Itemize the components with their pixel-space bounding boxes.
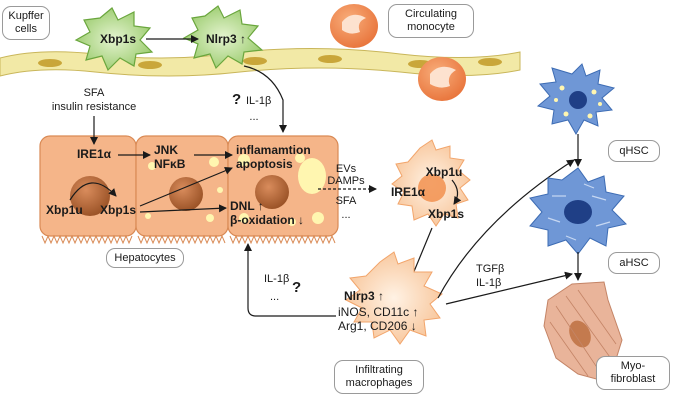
hepatocytes-label: Hepatocytes <box>106 248 184 268</box>
circulating-monocyte-1 <box>330 4 378 48</box>
arg1-text: Arg1, CD206 ↓ <box>338 319 417 333</box>
macrophage-label-line1: Infiltrating <box>355 364 403 377</box>
qhsc-label: qHSC <box>608 140 660 162</box>
myofibroblast-label-line2: fibroblast <box>610 373 656 385</box>
kupffer-label-line2: cells <box>14 23 37 35</box>
insulin-resistance-text: insulin resistance <box>52 101 136 113</box>
qhsc-label-text: qHSC <box>619 144 649 157</box>
myofibroblast-label-line1: Myo- <box>620 360 646 373</box>
xbp1u-text: Xbp1u <box>46 203 83 217</box>
myofibroblast-label: Myo-fibroblast <box>596 356 670 390</box>
il1b-bottom-text: IL-1β <box>264 273 289 285</box>
il1b-right-text: IL-1β <box>476 277 501 289</box>
kupffer-xbp1s-text: Xbp1s <box>100 32 136 46</box>
hepatocyte-1 <box>39 135 137 245</box>
infiltrating-macrophage <box>345 251 443 345</box>
ahsc-label-text: aHSC <box>619 256 649 269</box>
kupffer-nlrp3-text: Nlrp3 ↑ <box>206 32 246 46</box>
arrow-xbp1s-to-apoptosis <box>139 166 233 207</box>
kupffer-label-line1: Kupffer <box>8 10 44 23</box>
macrophage-upper <box>391 139 471 227</box>
inflammation-text: inflamamtion <box>236 143 311 157</box>
ellipsis-top: ... <box>249 111 258 123</box>
sfa-mid-text: SFA <box>336 195 357 207</box>
question-bottom: ? <box>292 279 301 296</box>
mac-xbp1s-text: Xbp1s <box>428 207 464 221</box>
ellipsis-mid: ... <box>341 209 350 221</box>
mac-splicing-arc-arrow <box>451 179 462 205</box>
tgfb-text: TGFβ <box>476 263 504 275</box>
beta-oxidation-text: β-oxidation ↓ <box>230 213 304 227</box>
kupffer-cell-1 <box>74 7 154 72</box>
sinusoid-endothelium <box>0 47 521 77</box>
splicing-arc-arrow <box>69 182 117 201</box>
xbp1s-text: Xbp1s <box>100 203 136 217</box>
macrophage-label-line2: macrophages <box>345 377 413 389</box>
sfa-text: SFA <box>84 87 105 99</box>
hepatocyte-3 <box>227 135 339 245</box>
nfkb-text: NFκB <box>154 157 186 171</box>
apoptosis-text: apoptosis <box>236 157 293 171</box>
arrow-kupffer-to-hepatocyte <box>243 65 287 133</box>
il1b-top-text: IL-1β <box>246 95 271 107</box>
ire1a-text: IRE1α <box>77 147 112 161</box>
nlrp3-text: Nlrp3 ↑ <box>344 289 384 303</box>
ahsc-label: aHSC <box>608 252 660 274</box>
quiescent-hsc <box>536 63 616 136</box>
monocyte-label-line2: monocyte <box>407 21 455 33</box>
circulating-monocyte-2 <box>418 57 466 101</box>
kupffer-cell-2 <box>182 5 264 70</box>
arrow-to-myofibroblast <box>445 271 573 305</box>
mac-ire1a-text: IRE1α <box>391 185 426 199</box>
hepatocytes-label-text: Hepatocytes <box>114 251 176 264</box>
activated-hsc <box>529 167 627 255</box>
mac-xbp1u-text: Xbp1u <box>426 165 463 179</box>
question-top: ? <box>232 91 241 108</box>
evs-text: EVs <box>336 163 357 175</box>
arrow-macrophage-to-hepatocyte <box>244 243 336 317</box>
monocyte-label-line1: Circulating <box>405 8 457 21</box>
dnl-text: DNL ↑ <box>230 199 264 213</box>
arrow-xbp1s-to-dnl <box>139 204 227 213</box>
myofibroblast-cell <box>543 281 623 381</box>
damps-text: DAMPs <box>327 175 365 187</box>
ellipsis-bottom: ... <box>270 291 279 303</box>
inos-text: iNOS, CD11c ↑ <box>338 305 418 319</box>
arrow-to-qhsc <box>437 159 575 299</box>
hepatocyte-2 <box>135 135 229 245</box>
jnk-text: JNK <box>154 143 178 157</box>
